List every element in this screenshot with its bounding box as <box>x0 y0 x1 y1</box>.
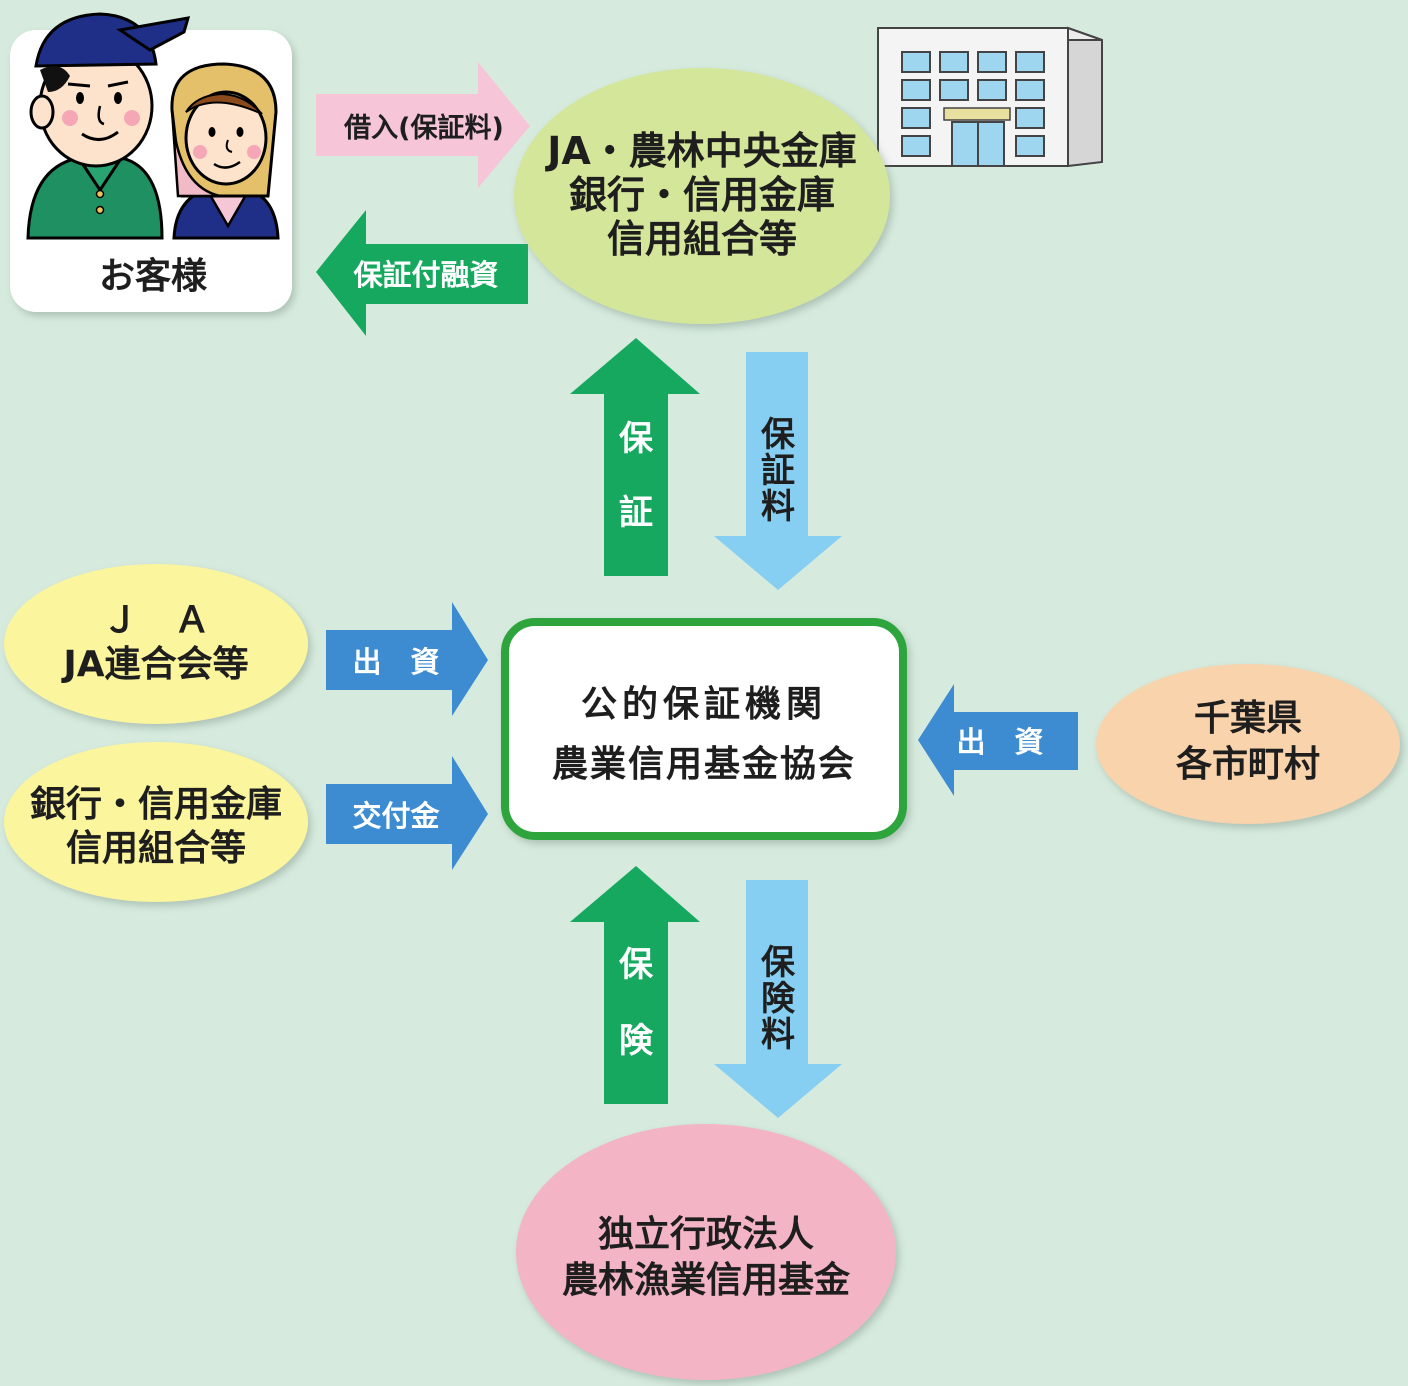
building-window <box>939 79 969 101</box>
arrow-guarantee-fee-char-1: 保 <box>761 415 796 455</box>
customer-box: お客様 <box>10 12 292 312</box>
building-window <box>901 135 931 157</box>
banks-line-1: 銀行・信用金庫 <box>30 783 282 825</box>
customer-label: お客様 <box>99 256 208 297</box>
guarantor-box: 公的保証機関 農業信用基金協会 <box>501 618 907 840</box>
arrow-investment-prefecture-label: 出 資 <box>956 725 1043 759</box>
arrow-guarantee-char-1: 保 <box>619 419 654 459</box>
arrow-borrow-label: 借入(保証料) <box>343 112 504 144</box>
ja-oval: Ｊ Ａ JA連合会等 <box>4 564 308 724</box>
arrow-insurance-fee: 保 険 料 <box>714 880 842 1118</box>
lender-oval: JA・農林中央金庫 銀行・信用金庫 信用組合等 <box>514 68 890 324</box>
arrow-investment-prefecture: 出 資 <box>918 684 1078 796</box>
building-window <box>1015 107 1045 129</box>
guarantor-line-1: 公的保証機関 <box>581 684 827 725</box>
arrow-insurance-char-2: 険 <box>619 1021 654 1061</box>
ja-line-2: JA連合会等 <box>60 644 248 685</box>
building-window <box>901 107 931 129</box>
arrow-insurance-char-1: 保 <box>619 945 654 985</box>
arrow-borrow: 借入(保証料) <box>316 62 530 188</box>
arrow-grant: 交付金 <box>326 756 488 870</box>
building-window <box>1015 135 1045 157</box>
building-window <box>977 79 1007 101</box>
ja-line-1: Ｊ Ａ <box>102 600 210 641</box>
building-window <box>1015 79 1045 101</box>
lender-line-1: JA・農林中央金庫 <box>544 129 857 173</box>
guarantor-line-2: 農業信用基金協会 <box>552 743 856 785</box>
banks-oval: 銀行・信用金庫 信用組合等 <box>4 742 308 902</box>
arrow-insurance: 保 険 <box>570 866 700 1104</box>
prefecture-line-2: 各市町村 <box>1176 744 1320 785</box>
building-icon <box>877 26 1103 168</box>
woman-illustration <box>170 62 280 240</box>
arrow-guarantee-fee: 保 証 料 <box>714 352 842 590</box>
national-fund-line-1: 独立行政法人 <box>598 1214 814 1255</box>
arrow-insurance-fee-char-3: 料 <box>761 1015 795 1055</box>
building-window <box>901 51 931 73</box>
national-fund-oval: 独立行政法人 農林漁業信用基金 <box>516 1124 896 1380</box>
lender-line-3: 信用組合等 <box>607 217 797 261</box>
man-illustration <box>26 12 191 240</box>
arrow-guaranteed-loan: 保証付融資 <box>316 210 528 336</box>
arrow-guarantee-char-2: 証 <box>619 493 653 533</box>
building-window <box>939 51 969 73</box>
arrow-guarantee-fee-char-2: 証 <box>761 451 795 491</box>
arrow-investment-ja-label: 出 資 <box>352 645 439 679</box>
arrow-investment-ja: 出 資 <box>326 602 488 716</box>
lender-line-2: 銀行・信用金庫 <box>569 173 835 217</box>
banks-line-2: 信用組合等 <box>66 828 246 869</box>
arrow-grant-label: 交付金 <box>352 799 440 833</box>
building-window <box>1015 51 1045 73</box>
arrow-guarantee: 保 証 <box>570 338 700 576</box>
building-window <box>977 51 1007 73</box>
arrow-insurance-fee-char-2: 険 <box>761 979 796 1019</box>
prefecture-line-1: 千葉県 <box>1194 698 1302 739</box>
arrow-insurance-fee-char-1: 保 <box>761 943 796 983</box>
building-window <box>901 79 931 101</box>
national-fund-line-2: 農林漁業信用基金 <box>562 1259 851 1301</box>
arrow-guaranteed-loan-label: 保証付融資 <box>352 258 498 292</box>
prefecture-oval: 千葉県 各市町村 <box>1096 664 1400 824</box>
arrow-guarantee-fee-char-3: 料 <box>761 487 795 527</box>
